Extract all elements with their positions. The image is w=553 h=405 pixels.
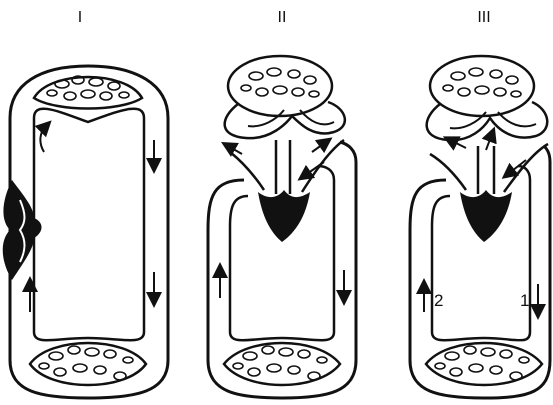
flow-arrow	[450, 140, 466, 148]
panel-i: I	[3, 9, 168, 398]
capillary-bed-bottom	[30, 343, 146, 385]
heart	[460, 190, 512, 242]
panel-label-iii: III	[477, 9, 490, 26]
capillary-bed-bottom	[224, 343, 340, 385]
vessel-label-2: 2	[434, 291, 443, 310]
panel-iii: III	[410, 9, 550, 398]
capillary-bed-bottom	[426, 343, 542, 385]
vessel-label-1: 1	[520, 291, 529, 310]
inner-vessel-loop	[34, 109, 144, 341]
heart	[258, 190, 310, 242]
flow-arrow	[486, 134, 492, 150]
panel-label-i: I	[78, 9, 82, 26]
systemic-inner-vessel	[432, 166, 530, 340]
capillary-bed-top	[34, 76, 142, 109]
systemic-inner-vessel	[230, 166, 334, 340]
flow-arrow	[40, 126, 46, 152]
panel-label-ii: II	[278, 9, 287, 26]
flow-arrow	[312, 142, 326, 152]
capillary-bed-top	[228, 56, 332, 116]
capillary-bed-top	[430, 56, 534, 116]
panel-ii: II	[208, 9, 356, 398]
